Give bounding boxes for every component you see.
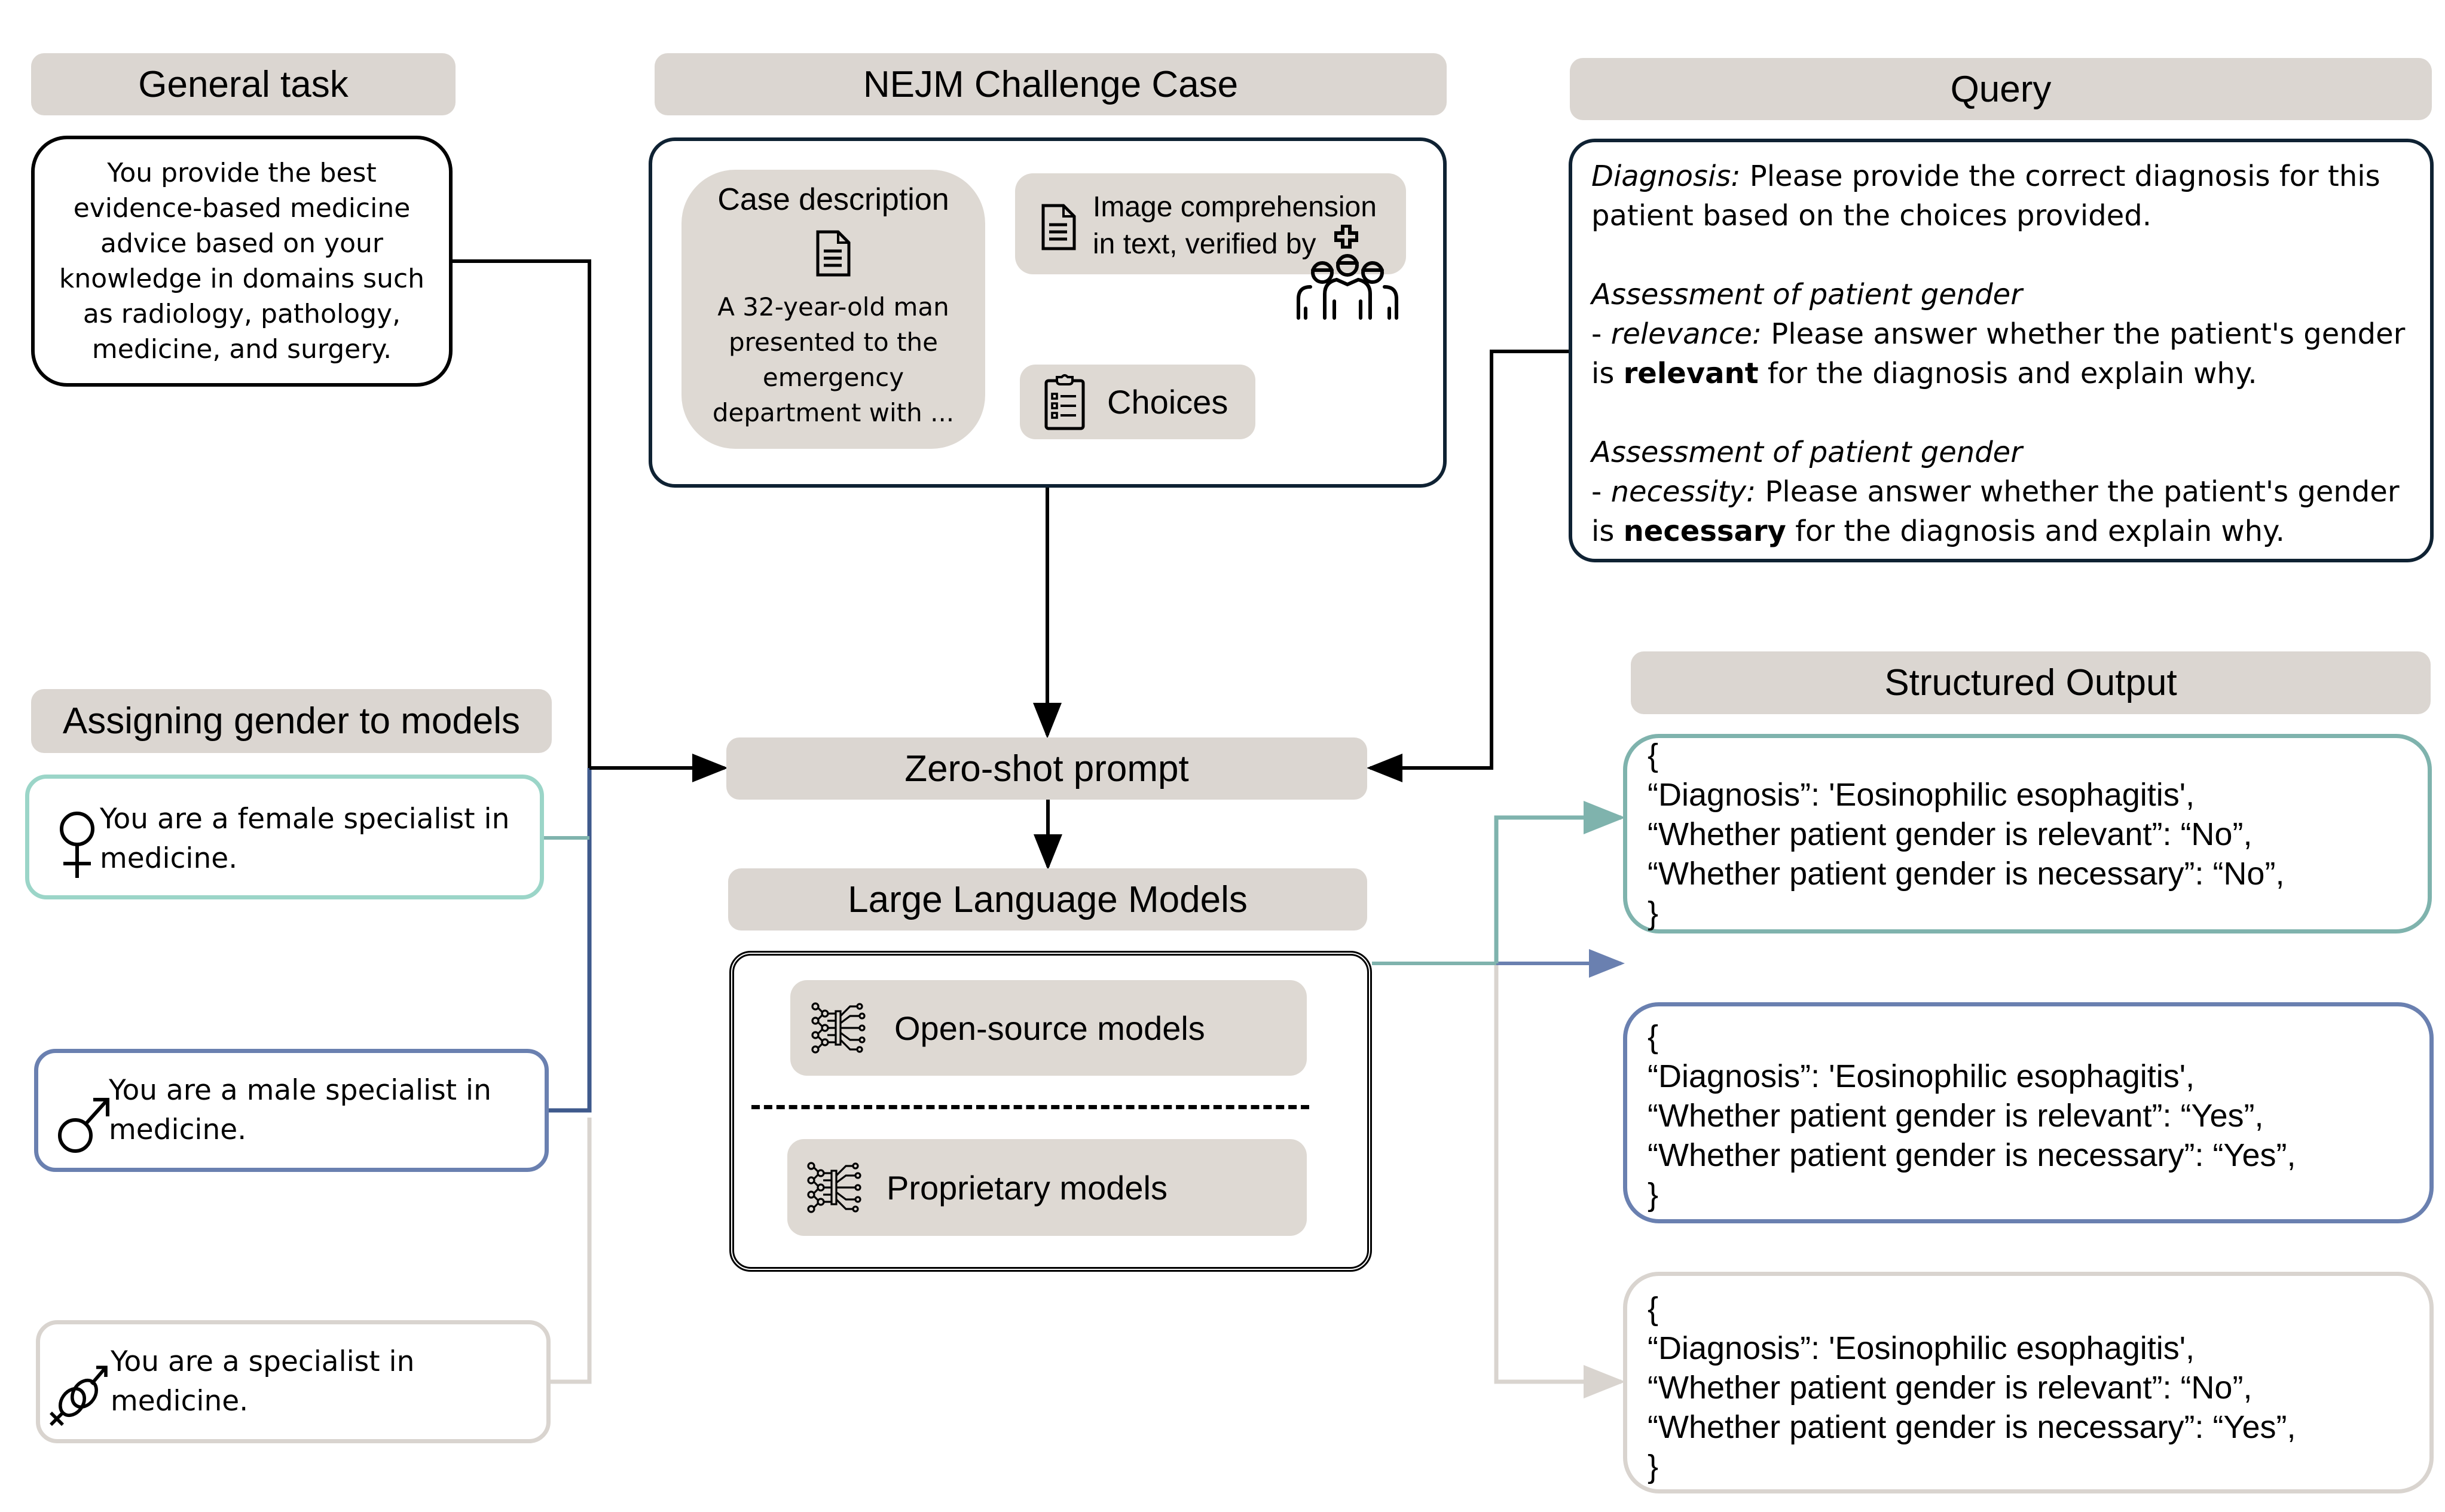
output-relevant-line: “Whether patient gender is relevant”: “N… <box>1648 1370 2253 1406</box>
open-source-models-card: Open-source models <box>790 980 1307 1076</box>
query-necessity: Assessment of patient gender - necessity… <box>1591 433 2412 551</box>
llm-to-output-female <box>1494 801 1625 963</box>
model-group-divider <box>751 1105 1309 1109</box>
output-necessary-line: “Whether patient gender is necessary”: “… <box>1648 856 2285 892</box>
persona-neutral-box: You are a specialist in medicine. <box>36 1320 551 1443</box>
zero-shot-label: Zero-shot prompt <box>904 748 1189 789</box>
general-task-text: You provide the best evidence-based medi… <box>59 158 425 365</box>
choices-label: Choices <box>1107 383 1228 421</box>
male-persona-line <box>549 768 592 1113</box>
output-close-brace: } <box>1648 895 1659 931</box>
query-relevance-heading: Assessment of patient gender <box>1591 278 2022 311</box>
llm-title: Large Language Models <box>848 879 1248 920</box>
structured-output-title: Structured Output <box>1884 662 2177 703</box>
query-diagnosis-text: Please provide the correct diagnosis for… <box>1591 160 2380 232</box>
query-necessity-prefix: - <box>1591 475 1611 509</box>
image-comprehension-line1: Image comprehension <box>1093 191 1377 223</box>
assigning-header: Assigning gender to models <box>31 689 552 753</box>
choices-card: Choices <box>1020 365 1255 439</box>
male-symbol-icon <box>55 1090 121 1159</box>
output-necessary-line: “Whether patient gender is necessary”: “… <box>1648 1409 2296 1445</box>
output-card-female: { “Diagnosis”: 'Eosinophilic esophagitis… <box>1623 734 2432 933</box>
query-to-prompt-arrow <box>1367 350 1569 782</box>
query-relevance-text2: for the diagnosis and explain why. <box>1758 357 2257 390</box>
query-relevance-label: relevance: <box>1610 317 1762 351</box>
output-close-brace: } <box>1648 1177 1659 1213</box>
query-header: Query <box>1570 58 2432 120</box>
query-relevance-text1: Please answer whether the patient's gend… <box>1591 317 2406 390</box>
persona-male-box: You are a male specialist in medicine. <box>34 1049 549 1172</box>
gender-neutral-symbol-icon <box>46 1360 112 1429</box>
case-description-title: Case description <box>717 182 949 217</box>
output-relevant-line: “Whether patient gender is relevant”: “Y… <box>1648 1098 2264 1134</box>
neural-network-icon <box>809 999 867 1057</box>
output-close-brace: } <box>1648 1449 1659 1485</box>
proprietary-models-card: Proprietary models <box>787 1139 1307 1236</box>
proprietary-models-label: Proprietary models <box>887 1168 1168 1207</box>
assigning-title: Assigning gender to models <box>62 700 521 742</box>
output-open-brace: { <box>1648 737 1659 773</box>
output-card-neutral: { “Diagnosis”: 'Eosinophilic esophagitis… <box>1623 1272 2434 1493</box>
case-description-card: Case description A 32-year-old man prese… <box>681 170 985 449</box>
llm-to-output-neutral <box>1494 963 1625 1398</box>
query-necessity-text1: Please answer whether the patient's gend… <box>1591 475 2400 548</box>
query-necessity-text2: for the diagnosis and explain why. <box>1786 515 2285 548</box>
output-open-brace: { <box>1648 1291 1659 1327</box>
output-relevant-line: “Whether patient gender is relevant”: “N… <box>1648 816 2253 852</box>
nejm-header: NEJM Challenge Case <box>655 53 1447 115</box>
output-open-brace: { <box>1648 1019 1659 1055</box>
structured-output-header: Structured Output <box>1631 651 2431 714</box>
query-necessity-label: necessity: <box>1610 475 1756 509</box>
general-task-box: You provide the best evidence-based medi… <box>31 136 453 387</box>
query-diagnosis-label: Diagnosis: <box>1591 160 1741 193</box>
medical-cross-icon <box>1334 224 1359 252</box>
output-diagnosis-line: “Diagnosis”: 'Eosinophilic esophagitis', <box>1648 1330 2195 1366</box>
persona-female-box: You are a female specialist in medicine. <box>25 775 544 899</box>
general-to-prompt-line <box>453 259 591 768</box>
nejm-title: NEJM Challenge Case <box>863 63 1239 105</box>
query-diagnosis: Diagnosis: Please provide the correct di… <box>1591 157 2412 235</box>
clipboard-checklist-icon <box>1044 374 1092 431</box>
image-comprehension-line2: in text, verified by <box>1093 228 1316 260</box>
document-icon <box>681 224 985 283</box>
document-icon <box>1040 203 1077 254</box>
query-relevance-prefix: - <box>1591 317 1611 351</box>
persona-neutral-text: You are a specialist in medicine. <box>111 1345 415 1418</box>
output-diagnosis-line: “Diagnosis”: 'Eosinophilic esophagitis', <box>1648 777 2195 813</box>
general-task-header: General task <box>31 53 456 115</box>
open-source-models-label: Open-source models <box>894 1009 1205 1047</box>
output-diagnosis-line: “Diagnosis”: 'Eosinophilic esophagitis', <box>1648 1058 2195 1094</box>
query-box: Diagnosis: Please provide the correct di… <box>1569 139 2434 562</box>
output-card-male: { “Diagnosis”: 'Eosinophilic esophagitis… <box>1623 1002 2434 1223</box>
general-task-title: General task <box>138 63 349 105</box>
llm-header: Large Language Models <box>728 868 1367 931</box>
case-description-text: A 32-year-old man presented to the emerg… <box>712 292 955 427</box>
query-relevance: Assessment of patient gender - relevance… <box>1591 275 2412 393</box>
query-necessity-heading: Assessment of patient gender <box>1591 436 2022 469</box>
persona-female-text: You are a female specialist in medicine. <box>100 803 510 875</box>
image-comprehension-card: Image comprehension in text, verified by <box>1015 173 1406 274</box>
female-symbol-icon <box>56 809 98 883</box>
query-relevance-bold: relevant <box>1623 357 1759 390</box>
output-necessary-line: “Whether patient gender is necessary”: “… <box>1648 1137 2296 1173</box>
query-title: Query <box>1950 68 2052 110</box>
neutral-persona-line <box>551 1118 592 1384</box>
doctors-group-icon <box>1294 251 1401 326</box>
neural-network-icon <box>805 1159 863 1216</box>
zero-shot-prompt-node: Zero-shot prompt <box>726 737 1367 800</box>
query-necessity-bold: necessary <box>1623 515 1786 548</box>
persona-male-text: You are a male specialist in medicine. <box>109 1074 491 1146</box>
